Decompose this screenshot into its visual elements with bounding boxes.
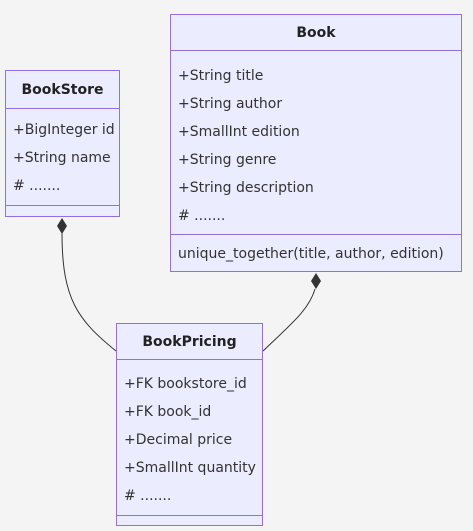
attribute: +String genre [178, 152, 277, 168]
attribute: +String title [178, 68, 264, 84]
class-title: Book [171, 15, 461, 51]
class-book[interactable]: Book +String title +String author +Small… [170, 14, 462, 272]
attribute: # ....... [178, 208, 226, 224]
attribute-list: +BigInteger id +String name # ....... [6, 109, 119, 206]
attribute: # ....... [124, 488, 172, 504]
method: unique_together(title, author, edition) [178, 246, 444, 262]
class-title: BookStore [6, 71, 119, 109]
class-bookstore[interactable]: BookStore +BigInteger id +String name # … [5, 70, 120, 217]
relation-bookstore-bookpricing [61, 232, 117, 352]
attribute: +String name [13, 150, 111, 166]
attribute: +Decimal price [124, 432, 233, 448]
composition-diamond-bookstore [57, 218, 67, 234]
attribute: # ....... [13, 178, 61, 194]
composition-diamond-book [311, 273, 321, 289]
attribute: +FK bookstore_id [124, 376, 247, 392]
attribute: +SmallInt edition [178, 124, 300, 140]
attribute: +SmallInt quantity [124, 460, 256, 476]
class-title: BookPricing [117, 324, 262, 360]
method-list: unique_together(title, author, edition) [171, 235, 461, 268]
attribute: +FK book_id [124, 404, 212, 420]
attribute: +BigInteger id [13, 122, 115, 138]
attribute: +String description [178, 180, 314, 196]
attribute-list: +String title +String author +SmallInt e… [171, 51, 461, 235]
relation-book-bookpricing [262, 288, 316, 352]
attribute: +String author [178, 96, 283, 112]
class-bookpricing[interactable]: BookPricing +FK bookstore_id +FK book_id… [116, 323, 263, 526]
attribute-list: +FK bookstore_id +FK book_id +Decimal pr… [117, 360, 262, 516]
